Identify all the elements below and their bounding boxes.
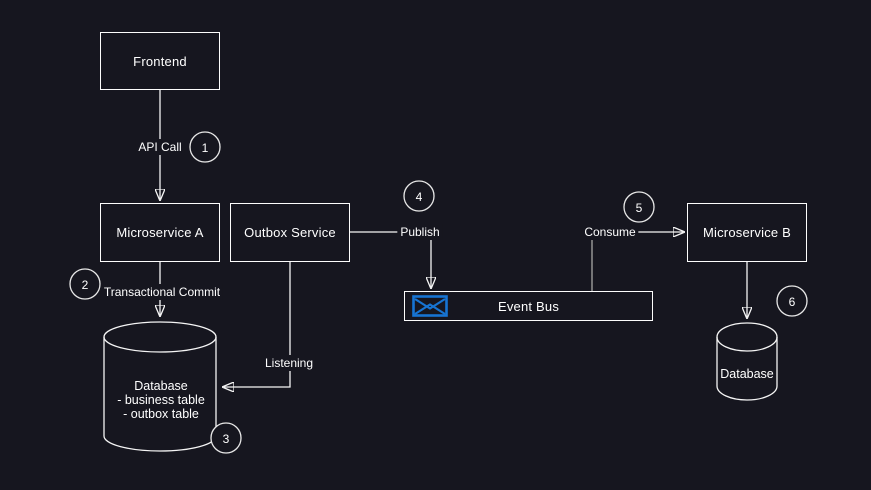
- edge-label-listening: Listening: [261, 355, 317, 371]
- arrow-publish: [350, 231, 431, 287]
- edge-label-api-call: API Call: [135, 139, 185, 155]
- node-outbox-service: Outbox Service: [230, 203, 350, 262]
- step-number-2: 2: [81, 278, 89, 292]
- step-circle-4: [403, 180, 435, 212]
- database-left-table-1: - business table: [117, 393, 205, 407]
- step-number-4: 4: [415, 190, 423, 204]
- step-number-6: 6: [788, 295, 796, 309]
- node-event-bus: Event Bus: [404, 291, 653, 321]
- arrow-listening: [224, 262, 291, 387]
- database-left-name: Database: [134, 379, 188, 393]
- envelope-icon: [412, 295, 448, 317]
- database-right-label: Database: [720, 367, 774, 381]
- step-circle-5: [623, 191, 655, 223]
- database-left-table-2: - outbox table: [123, 407, 199, 421]
- node-outbox-service-label: Outbox Service: [244, 225, 336, 240]
- step-circle-6: [776, 285, 808, 317]
- database-left-label: Database - business table - outbox table: [117, 379, 205, 421]
- step-number-3: 3: [222, 432, 230, 446]
- node-microservice-a-label: Microservice A: [116, 225, 204, 240]
- database-right-cylinder: [716, 322, 778, 401]
- step-circle-2: [69, 268, 101, 300]
- step-number-1: 1: [201, 141, 209, 155]
- edge-label-publish: Publish: [397, 224, 443, 240]
- node-event-bus-label: Event Bus: [497, 298, 560, 314]
- edge-label-transactional-commit: Transactional Commit: [100, 284, 224, 300]
- step-number-5: 5: [635, 201, 643, 215]
- node-frontend: Frontend: [100, 32, 220, 90]
- node-microservice-b-label: Microservice B: [702, 225, 792, 240]
- node-microservice-b: Microservice B: [687, 203, 807, 262]
- step-circle-3: [210, 422, 242, 454]
- step-circle-1: [189, 131, 221, 163]
- node-microservice-a: Microservice A: [100, 203, 220, 262]
- edge-label-consume: Consume: [581, 224, 639, 240]
- node-frontend-label: Frontend: [133, 53, 187, 69]
